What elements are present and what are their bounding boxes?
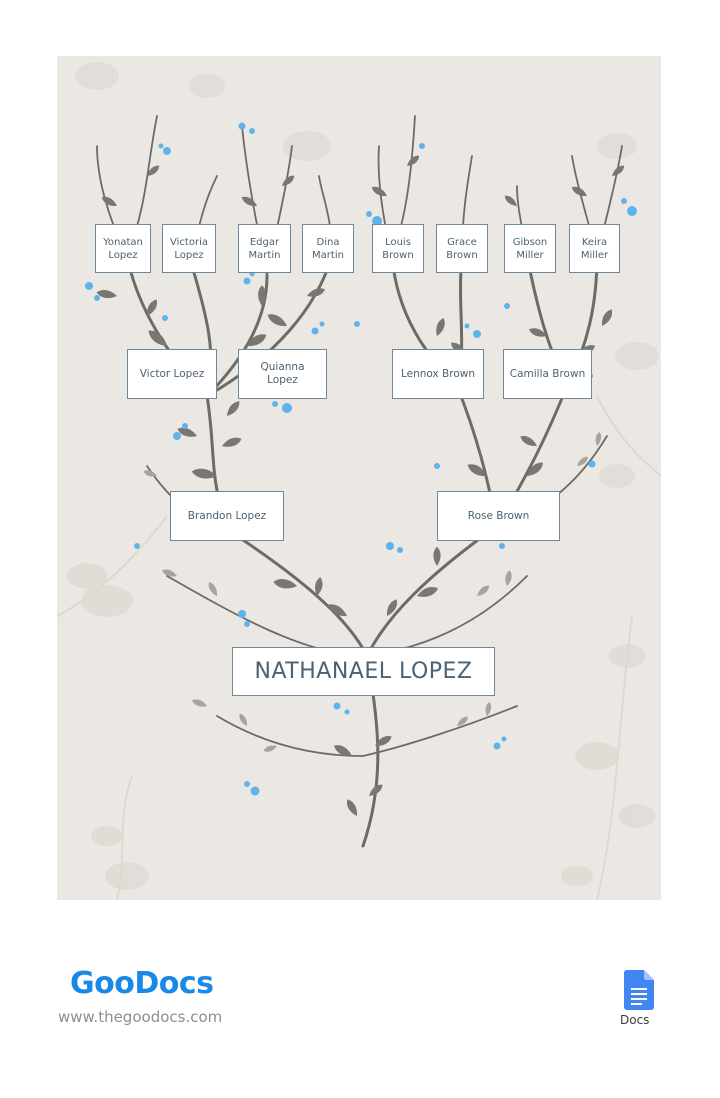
grandparent-box-maternal-grandfather: Lennox Brown: [392, 349, 484, 399]
great-grandparent-box: Louis Brown: [372, 224, 424, 273]
root-person-box: NATHANAEL LOPEZ: [232, 647, 495, 696]
great-grandparent-box: Yonatan Lopez: [95, 224, 151, 273]
grandparent-box-maternal-grandmother: Camilla Brown: [503, 349, 592, 399]
parent-box-mother: Rose Brown: [437, 491, 560, 541]
grandparent-box-paternal-grandfather: Victor Lopez: [127, 349, 217, 399]
goodocs-logo[interactable]: GooDocs: [70, 966, 214, 1001]
website-url[interactable]: www.thegoodocs.com: [58, 1008, 223, 1026]
great-grandparent-box: Keira Miller: [569, 224, 620, 273]
google-docs-icon[interactable]: [624, 970, 654, 1010]
great-grandparent-box: Edgar Martin: [238, 224, 291, 273]
great-grandparent-box: Dina Martin: [302, 224, 354, 273]
parent-box-father: Brandon Lopez: [170, 491, 284, 541]
family-tree-poster: Yonatan Lopez Victoria Lopez Edgar Marti…: [57, 56, 661, 900]
tree-illustration: [57, 62, 661, 900]
great-grandparent-box: Grace Brown: [436, 224, 488, 273]
great-grandparent-box: Gibson Miller: [504, 224, 556, 273]
great-grandparent-box: Victoria Lopez: [162, 224, 216, 273]
docs-app-label: Docs: [620, 1013, 650, 1027]
grandparent-box-paternal-grandmother: Quianna Lopez: [238, 349, 327, 399]
